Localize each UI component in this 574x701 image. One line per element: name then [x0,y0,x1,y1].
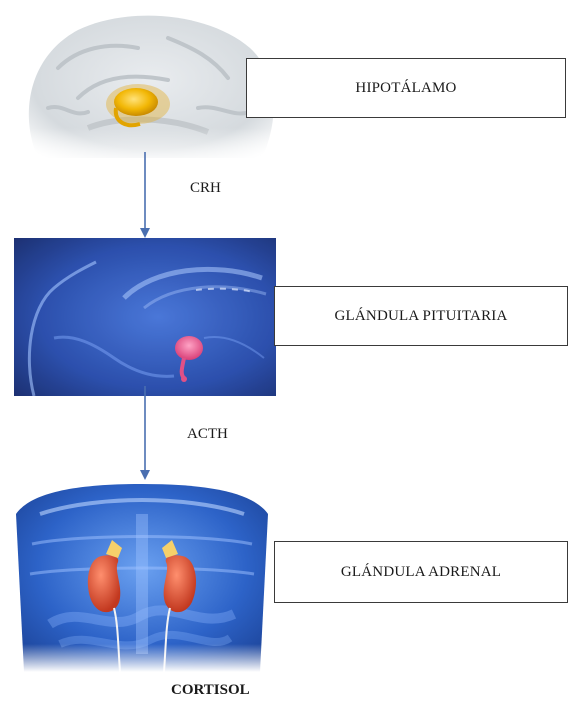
adrenal-xray-image [10,484,274,672]
adrenal-label: GLÁNDULA ADRENAL [341,564,501,581]
pituitary-label-box: GLÁNDULA PITUITARIA [274,286,568,346]
pituitary-label: GLÁNDULA PITUITARIA [335,308,508,325]
down-arrow-icon [138,386,152,482]
acth-hormone-label: ACTH [187,426,228,443]
hypothalamus-label-box: HIPOTÁLAMO [246,58,566,118]
brain-hypothalamus-image [18,8,280,168]
down-arrow-icon [138,152,152,240]
hypothalamus-label: HIPOTÁLAMO [355,80,456,97]
cortisol-output-label: CORTISOL [171,682,250,699]
crh-hormone-label: CRH [190,180,221,197]
pituitary-xray-image [14,238,276,396]
adrenal-label-box: GLÁNDULA ADRENAL [274,541,568,603]
